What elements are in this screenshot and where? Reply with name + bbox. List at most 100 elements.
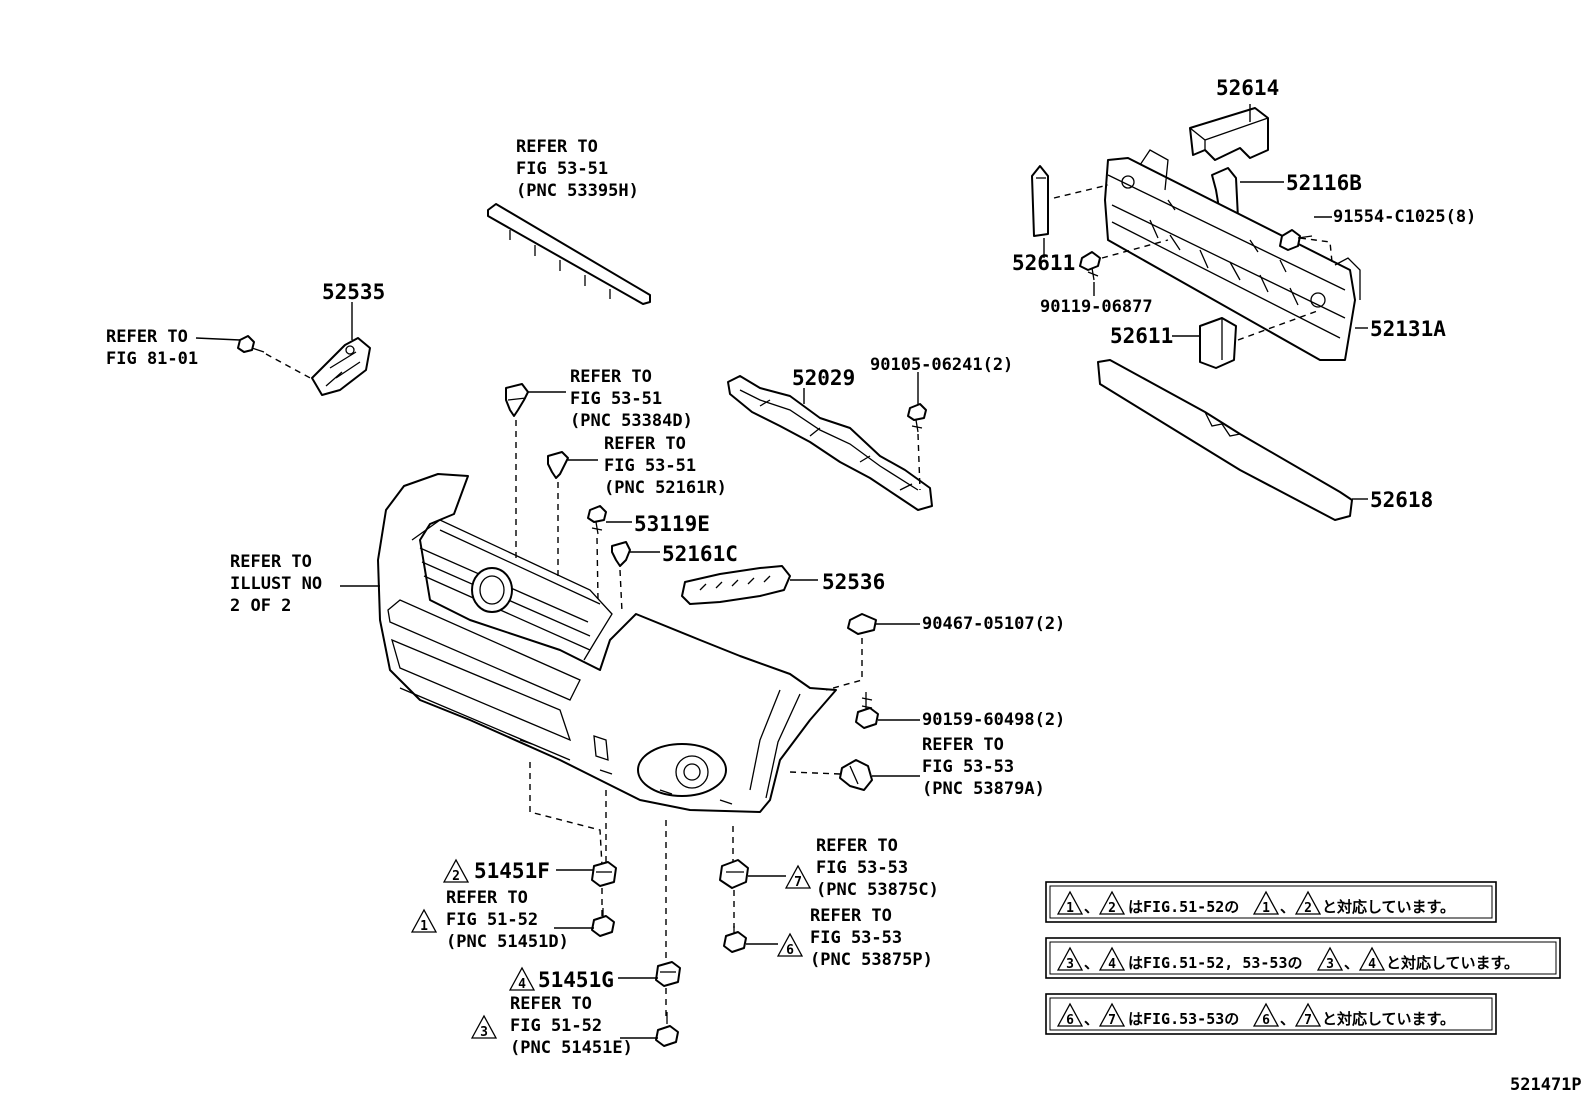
svg-text:(PNC 53879A): (PNC 53879A) — [922, 779, 1045, 799]
triangle-mark-3-icon: 3 — [470, 1014, 498, 1040]
refer-note-illust: REFER TO ILLUST NO 2 OF 2 — [230, 552, 322, 616]
refer-note-51451D: REFER TO FIG 51-52 (PNC 51451D) — [446, 888, 569, 952]
svg-text:(PNC 53875C): (PNC 53875C) — [816, 880, 939, 900]
refer-note-53384D: REFER TO FIG 53-51 (PNC 53384D) — [570, 367, 693, 431]
svg-text:REFER TO: REFER TO — [510, 994, 592, 1014]
label-52131A: 52131A — [1370, 317, 1446, 341]
svg-text:FIG 53-53: FIG 53-53 — [816, 858, 908, 878]
clip-52161C-icon — [611, 541, 631, 567]
part-52611-pad-lower — [1199, 317, 1237, 369]
label-52536: 52536 — [822, 570, 885, 594]
part-bumper-cover — [377, 473, 837, 813]
triangle-mark-4-icon: 4 — [508, 966, 536, 992]
svg-text:FIG 53-53: FIG 53-53 — [922, 757, 1014, 777]
svg-text:REFER TO: REFER TO — [230, 552, 312, 572]
screw-90159-icon — [855, 692, 879, 729]
legend-note-3: 6 、 7 はFIG.53-53の 6 、 7 と対応しています。 — [1045, 993, 1497, 1035]
part-52131A-reinforcement — [1104, 149, 1361, 361]
triangle-mark-1-icon: 1 — [410, 908, 438, 934]
svg-text:(PNC 53395H): (PNC 53395H) — [516, 181, 639, 201]
svg-text:7: 7 — [794, 875, 802, 890]
svg-text:と対応しています。: と対応しています。 — [1322, 898, 1455, 916]
svg-text:REFER TO: REFER TO — [570, 367, 652, 387]
bolt-90119-icon — [1079, 251, 1101, 281]
svg-text:1: 1 — [1066, 901, 1074, 916]
triangle-mark-2-icon: 2 — [442, 858, 470, 884]
part-53395H-molding — [487, 203, 651, 305]
refer-note-52161R: REFER TO FIG 53-51 (PNC 52161R) — [604, 434, 727, 498]
label-91554: 91554-C1025(8) — [1333, 207, 1476, 227]
clip-51451F-icon — [591, 861, 617, 887]
screw-53875P-icon — [723, 926, 747, 953]
svg-text:、: 、 — [1280, 1010, 1295, 1028]
legend-note-1: 1 、 2 はFIG.51-52の 1 、 2 と対応しています。 — [1045, 881, 1497, 923]
label-52618: 52618 — [1370, 488, 1433, 512]
svg-text:3: 3 — [480, 1025, 488, 1040]
label-90105: 90105-06241(2) — [870, 355, 1013, 375]
svg-text:FIG 53-51: FIG 53-51 — [570, 389, 662, 409]
svg-text:1: 1 — [420, 919, 428, 934]
clip-53384D-icon — [505, 383, 529, 417]
svg-text:REFER TO: REFER TO — [922, 735, 1004, 755]
svg-text:、: 、 — [1344, 954, 1359, 972]
svg-text:FIG 53-51: FIG 53-51 — [604, 456, 696, 476]
svg-text:(PNC 51451D): (PNC 51451D) — [446, 932, 569, 952]
clip-51451G-icon — [655, 961, 681, 987]
svg-text:2: 2 — [1108, 901, 1116, 916]
svg-text:、: 、 — [1084, 898, 1099, 916]
label-52029: 52029 — [792, 366, 855, 390]
svg-text:FIG 53-51: FIG 53-51 — [516, 159, 608, 179]
part-52536-retainer — [681, 565, 791, 605]
svg-text:4: 4 — [518, 977, 526, 992]
clip-53875C-icon — [719, 859, 749, 889]
label-52614: 52614 — [1216, 76, 1279, 100]
svg-text:FIG 53-53: FIG 53-53 — [810, 928, 902, 948]
legend-note-2: 3 、 4 はFIG.51-52, 53-53の 3 、 4 と対応しています。 — [1045, 937, 1561, 979]
label-51451G: 51451G — [538, 968, 614, 992]
svg-text:ILLUST NO: ILLUST NO — [230, 574, 322, 594]
label-53119E: 53119E — [634, 512, 710, 536]
svg-text:はFIG.51-52の: はFIG.51-52の — [1128, 898, 1239, 916]
svg-text:6: 6 — [786, 943, 794, 958]
svg-text:6: 6 — [1066, 1013, 1074, 1028]
svg-text:REFER TO: REFER TO — [604, 434, 686, 454]
svg-text:3: 3 — [1326, 957, 1334, 972]
svg-text:2 OF 2: 2 OF 2 — [230, 596, 291, 616]
clip-52161R-icon — [547, 451, 569, 479]
part-52611-pad-upper — [1031, 165, 1049, 237]
svg-text:(PNC 53384D): (PNC 53384D) — [570, 411, 693, 431]
part-52029-support — [727, 375, 933, 511]
svg-text:FIG 51-52: FIG 51-52 — [510, 1016, 602, 1036]
label-90119: 90119-06877 — [1040, 297, 1153, 317]
bolt-fig81-icon — [237, 335, 265, 353]
nut-90467-icon — [847, 613, 877, 635]
svg-text:REFER TO: REFER TO — [446, 888, 528, 908]
svg-text:REFER TO: REFER TO — [516, 137, 598, 157]
svg-text:2: 2 — [1304, 901, 1312, 916]
label-90467: 90467-05107(2) — [922, 614, 1065, 634]
svg-text:REFER TO: REFER TO — [106, 327, 188, 347]
svg-text:、: 、 — [1084, 1010, 1099, 1028]
clip-53879A-icon — [839, 759, 873, 791]
svg-text:4: 4 — [1108, 957, 1116, 972]
part-52614-bracket — [1189, 107, 1269, 161]
bolt-51451E-icon — [655, 1012, 679, 1047]
triangle-mark-7-icon: 7 — [784, 864, 812, 890]
refer-note-53879A: REFER TO FIG 53-53 (PNC 53879A) — [922, 735, 1045, 799]
svg-text:と対応しています。: と対応しています。 — [1322, 1010, 1455, 1028]
bolt-51451D-icon — [591, 908, 615, 937]
svg-text:FIG 81-01: FIG 81-01 — [106, 349, 198, 369]
refer-note-fig81: REFER TO FIG 81-01 — [106, 327, 198, 369]
svg-text:、: 、 — [1084, 954, 1099, 972]
svg-text:(PNC 52161R): (PNC 52161R) — [604, 478, 727, 498]
svg-text:7: 7 — [1304, 1013, 1312, 1028]
svg-text:、: 、 — [1280, 898, 1295, 916]
bolt-91554-icon — [1279, 229, 1313, 251]
label-52116B: 52116B — [1286, 171, 1362, 195]
svg-text:(PNC 53875P): (PNC 53875P) — [810, 950, 933, 970]
part-52535-retainer — [311, 337, 371, 396]
refer-note-53395H: REFER TO FIG 53-51 (PNC 53395H) — [516, 137, 639, 201]
svg-text:REFER TO: REFER TO — [816, 836, 898, 856]
document-id: 521471P — [1510, 1075, 1582, 1095]
